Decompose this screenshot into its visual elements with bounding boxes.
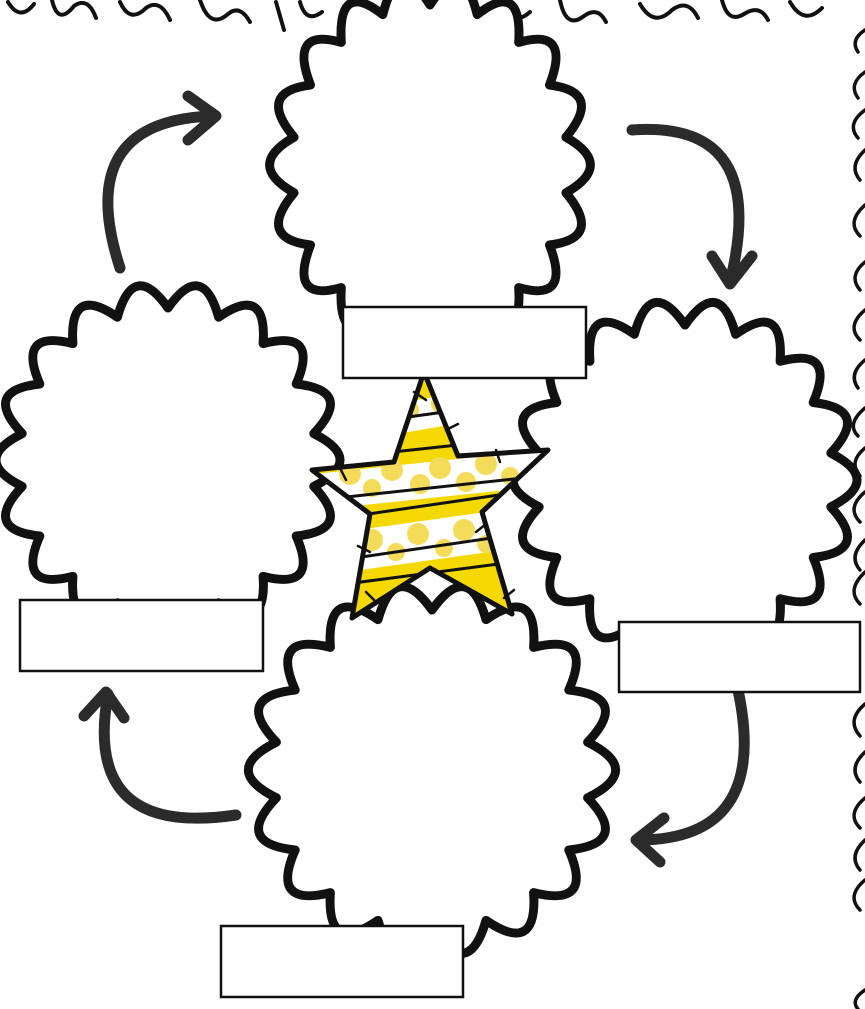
bottom-label-box[interactable] xyxy=(221,926,463,997)
left-label-box[interactable] xyxy=(20,600,263,671)
right-edge-decoration xyxy=(853,30,865,1009)
left-cloud xyxy=(0,286,340,634)
right-label-box[interactable] xyxy=(619,622,860,692)
curved-arrow-icon xyxy=(84,692,236,818)
curved-arrow-icon xyxy=(632,129,752,284)
top-cloud xyxy=(270,0,591,348)
curved-arrow-icon xyxy=(636,690,744,862)
top-label-box[interactable] xyxy=(343,307,586,378)
bottom-cloud xyxy=(248,587,615,954)
curved-arrow-icon xyxy=(108,96,216,268)
